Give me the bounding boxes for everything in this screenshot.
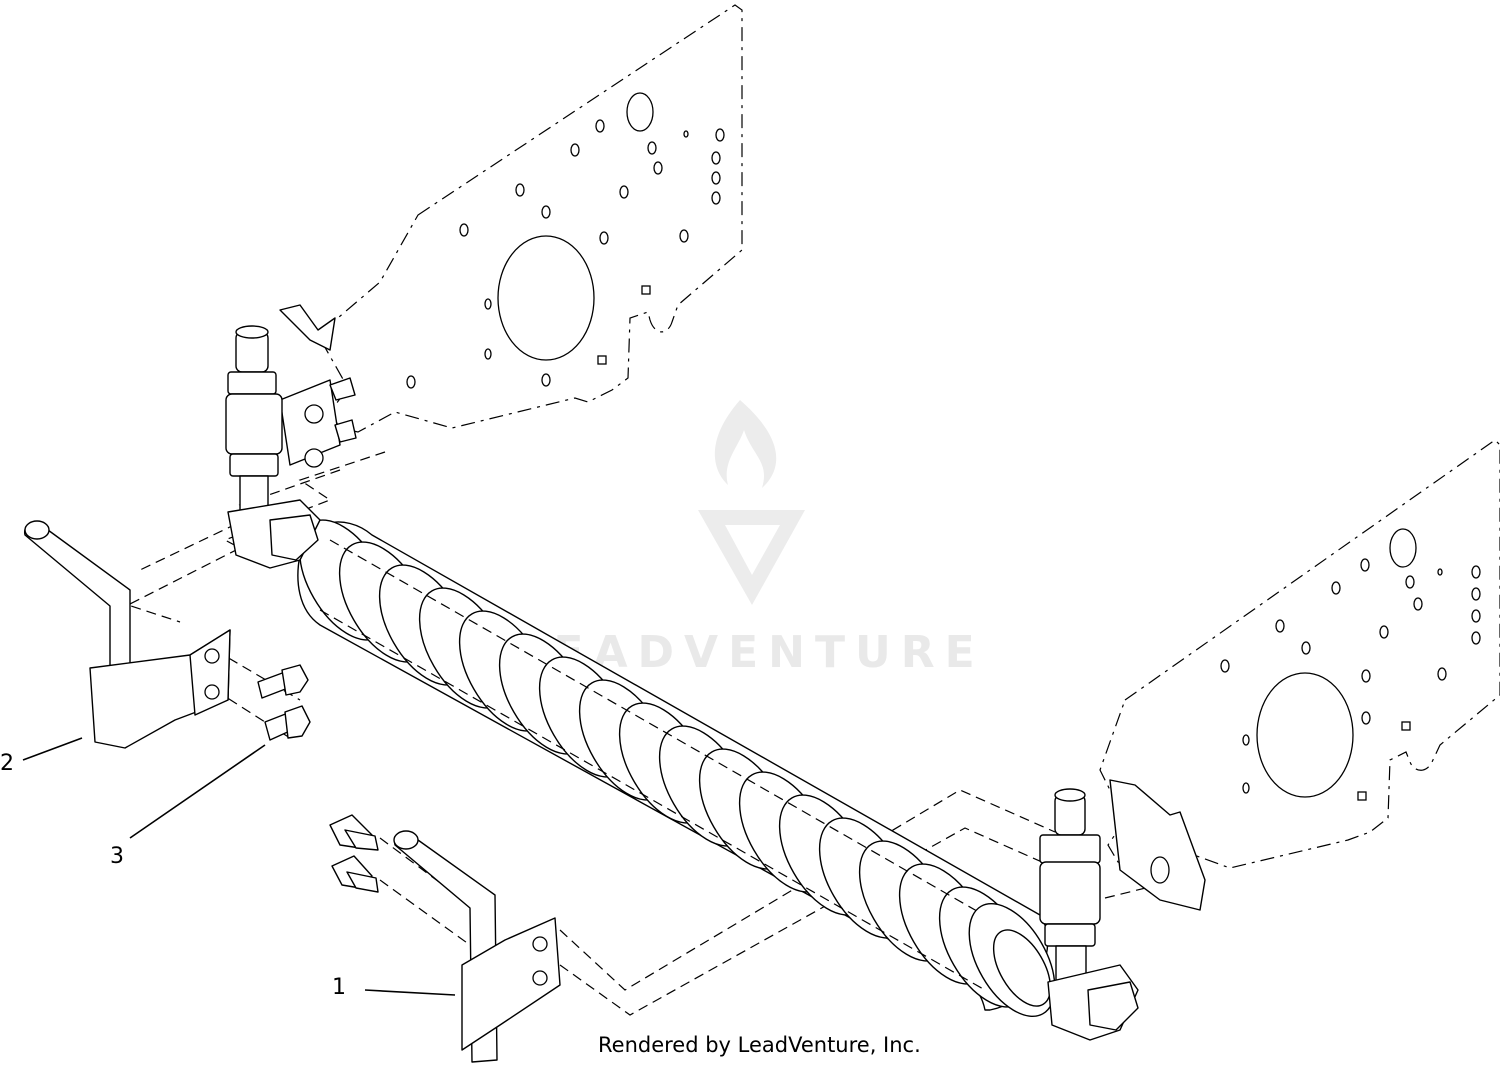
spring-roller (297, 519, 1056, 1018)
side-plate-left (317, 4, 743, 433)
callout-2[interactable]: 2 (0, 751, 14, 776)
part-2-bracket (24, 520, 231, 749)
rendered-by-footer: Rendered by LeadVenture, Inc. (598, 1033, 921, 1057)
right-roller-bracket (1039, 779, 1206, 1041)
part-3-bolts (257, 664, 311, 741)
callout-3[interactable]: 3 (110, 844, 124, 869)
v-logo-icon (698, 510, 805, 605)
plate-holes-left (406, 119, 725, 389)
callout-1[interactable]: 1 (332, 975, 346, 1000)
watermark: LEADVENTURE (515, 400, 975, 678)
spring-coils (298, 519, 1032, 1008)
leader-3 (129, 744, 266, 839)
flame-logo-icon (714, 400, 777, 488)
side-plate-right (1099, 439, 1500, 871)
plate-holes-right (1220, 558, 1481, 801)
leader-1 (364, 989, 456, 996)
leader-2 (22, 737, 83, 761)
left-roller-bracket (225, 304, 357, 569)
part-1-bracket (329, 814, 561, 1063)
